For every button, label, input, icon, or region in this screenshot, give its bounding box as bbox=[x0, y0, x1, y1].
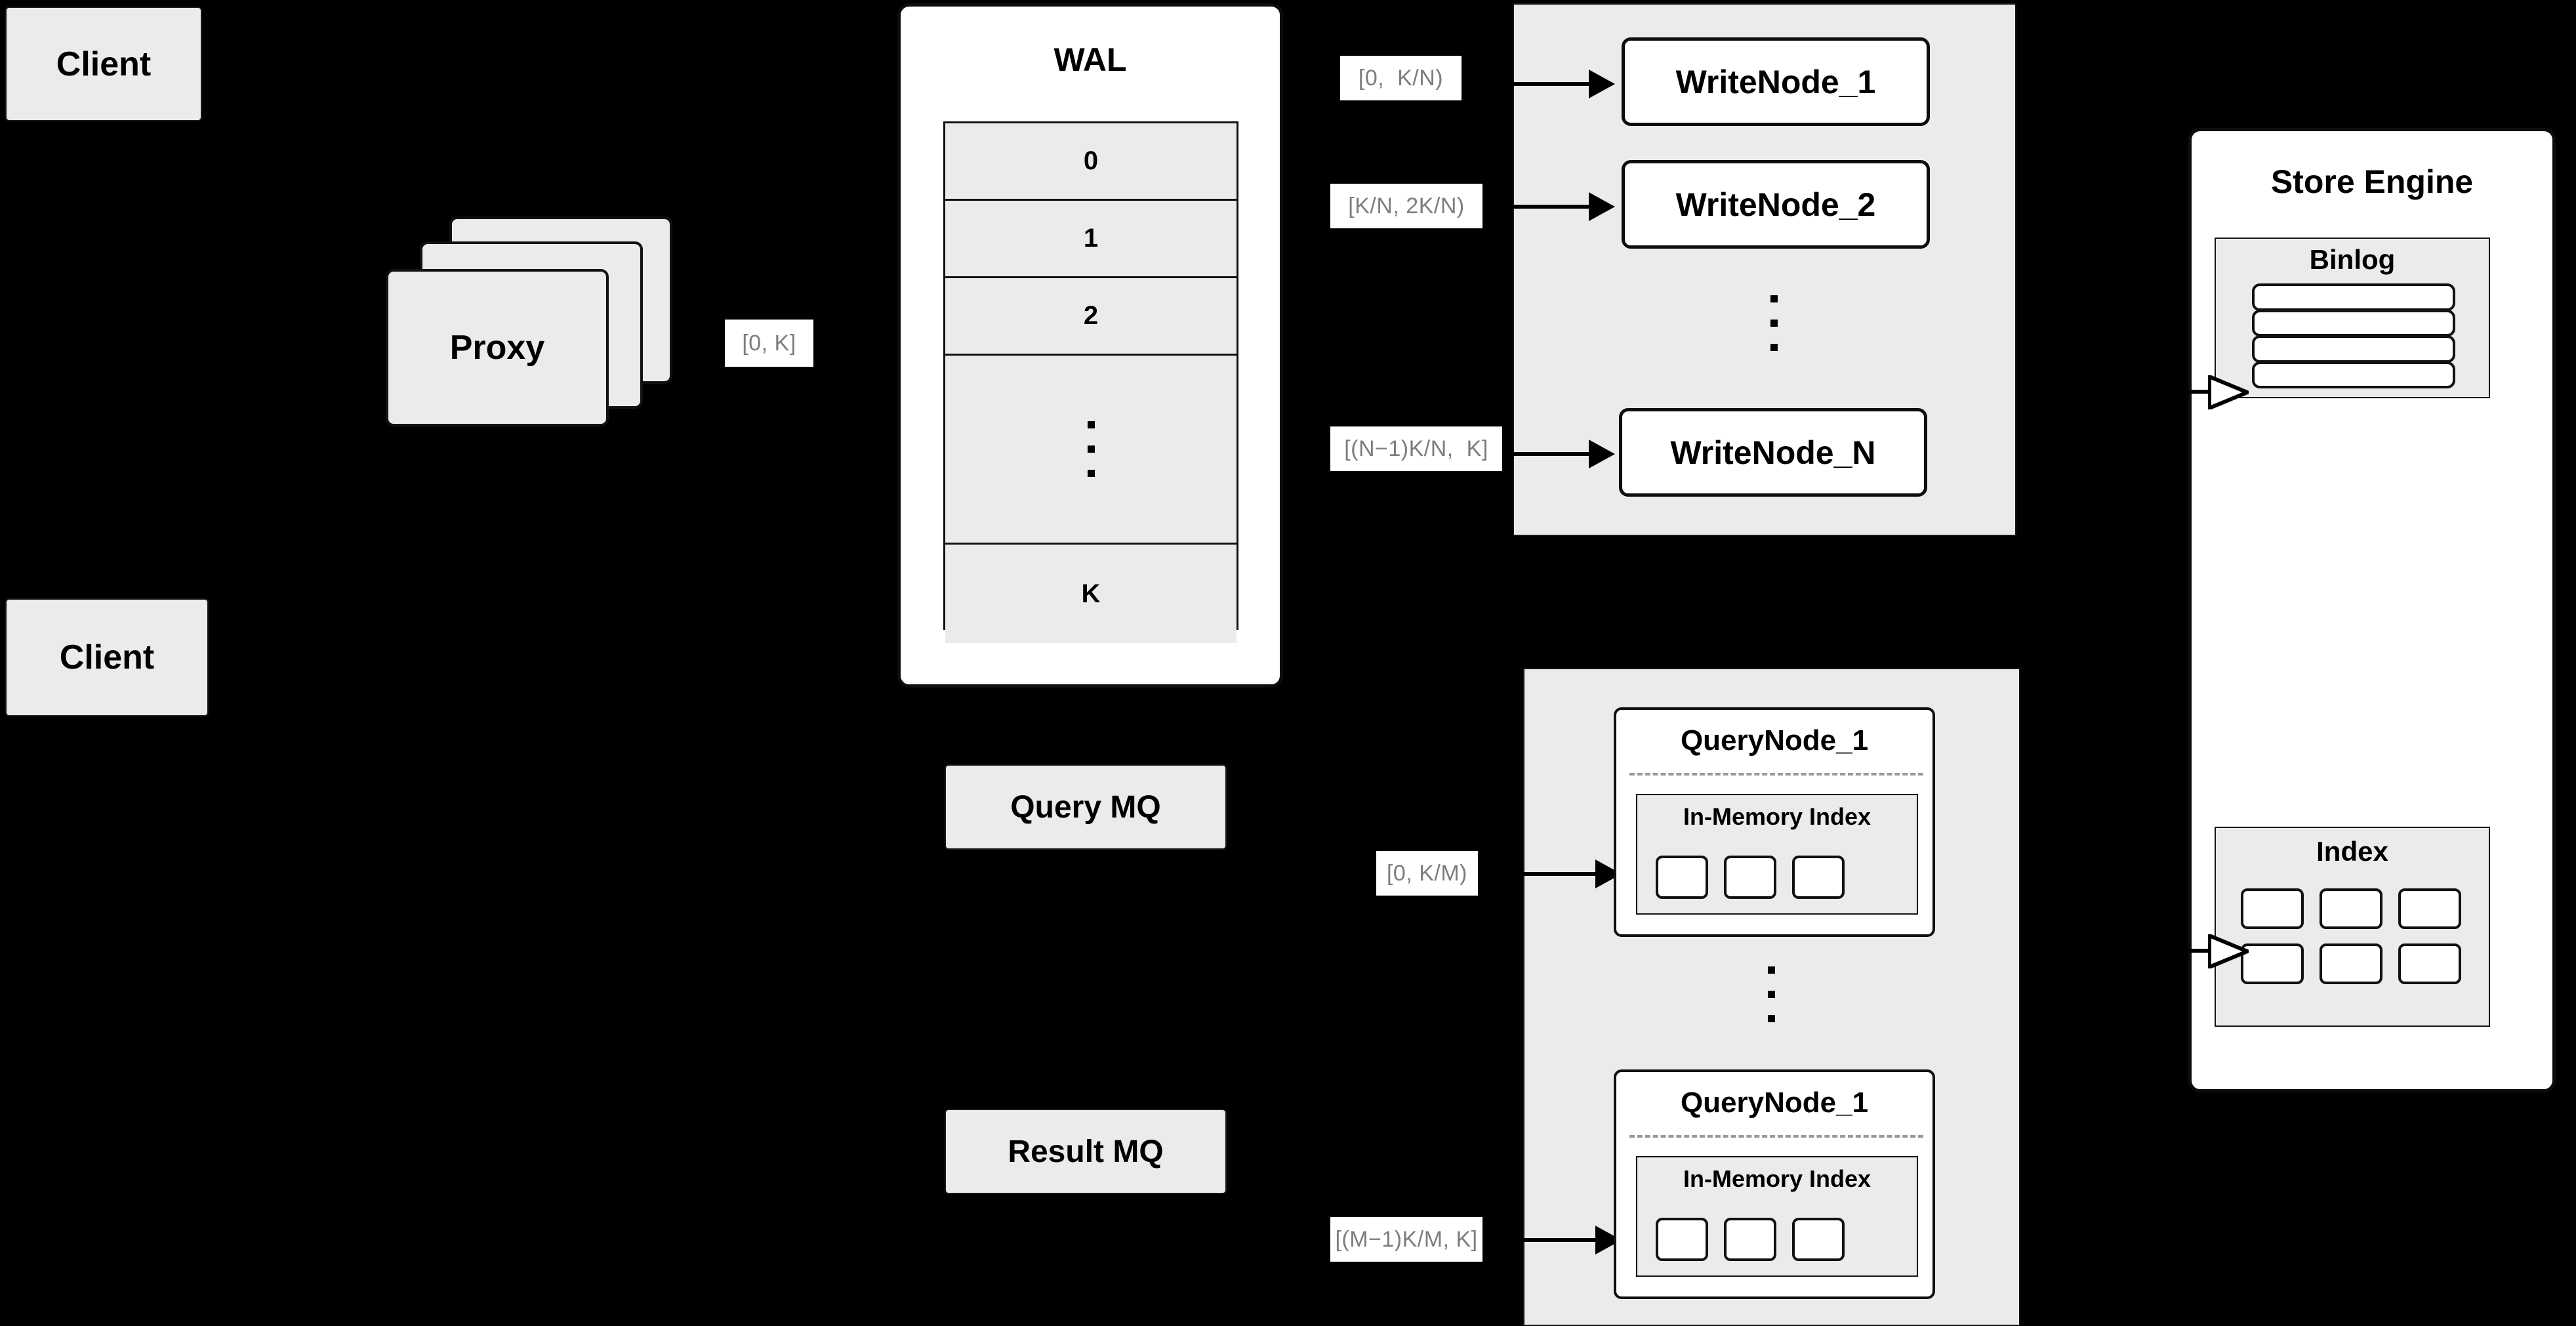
proxy-label: Proxy bbox=[449, 329, 545, 367]
binlog-row[interactable] bbox=[2252, 309, 2455, 337]
write-range-text: [K/N, 2K/N) bbox=[1348, 193, 1465, 218]
write-range-label-1: [0, K/N) bbox=[1340, 56, 1462, 100]
binlog-row[interactable] bbox=[2252, 335, 2455, 363]
query-mq-box[interactable]: Query MQ bbox=[945, 764, 1227, 850]
write-node-1[interactable]: WriteNode_1 bbox=[1622, 37, 1930, 126]
wal-row[interactable]: K bbox=[945, 545, 1237, 643]
write-range-label-n: [(N−1)K/N, K] bbox=[1330, 426, 1502, 471]
store-engine-title: Store Engine bbox=[2270, 163, 2474, 200]
write-node-label: WriteNode_1 bbox=[1675, 63, 1876, 100]
proxy-card-front[interactable]: Proxy bbox=[386, 269, 609, 426]
wal-panel: WAL 0 1 2 K bbox=[897, 3, 1283, 688]
write-node-label: WriteNode_2 bbox=[1675, 186, 1876, 223]
write-range-text: [(N−1)K/N, K] bbox=[1344, 436, 1488, 461]
client-label: Client bbox=[59, 638, 155, 676]
write-range-label-2: [K/N, 2K/N) bbox=[1330, 184, 1482, 228]
index-segment-row bbox=[1656, 856, 1905, 899]
wal-row-label: 2 bbox=[1083, 301, 1099, 330]
wal-row[interactable]: 1 bbox=[945, 201, 1237, 278]
binlog-title: Binlog bbox=[2309, 244, 2396, 275]
index-segment[interactable] bbox=[1656, 856, 1708, 899]
query-node-1[interactable]: QueryNode_1 In-Memory Index bbox=[1614, 707, 1935, 937]
client-box-2[interactable]: Client bbox=[5, 598, 209, 716]
wal-row[interactable]: 2 bbox=[945, 278, 1237, 356]
proxy-range-label: [0, K] bbox=[725, 320, 813, 367]
index-cell[interactable] bbox=[2398, 943, 2461, 984]
wal-title: WAL bbox=[1053, 41, 1127, 78]
query-node-m[interactable]: QueryNode_1 In-Memory Index bbox=[1614, 1069, 1935, 1299]
result-mq-label: Result MQ bbox=[1008, 1134, 1164, 1169]
query-node-separator bbox=[1629, 773, 1923, 776]
index-cell[interactable] bbox=[2398, 888, 2461, 929]
wal-table: 0 1 2 K bbox=[943, 121, 1238, 643]
query-mq-label: Query MQ bbox=[1010, 789, 1161, 825]
arrow-to-writenode-1 bbox=[1503, 70, 1615, 98]
arrow-to-binlog bbox=[2177, 374, 2249, 411]
binlog-row[interactable] bbox=[2252, 283, 2455, 311]
wal-row-ellipsis bbox=[945, 356, 1237, 545]
query-node-label: QueryNode_1 bbox=[1680, 1087, 1869, 1119]
in-memory-index-m: In-Memory Index bbox=[1636, 1156, 1918, 1277]
client-label: Client bbox=[56, 45, 152, 83]
wal-row[interactable]: 0 bbox=[945, 123, 1237, 201]
index-segment-row bbox=[1656, 1218, 1905, 1261]
client-box-1[interactable]: Client bbox=[5, 7, 202, 121]
write-node-2[interactable]: WriteNode_2 bbox=[1622, 160, 1930, 249]
index-segment[interactable] bbox=[1792, 856, 1845, 899]
index-segment[interactable] bbox=[1656, 1218, 1708, 1261]
in-memory-index-title: In-Memory Index bbox=[1683, 1165, 1871, 1192]
index-cell[interactable] bbox=[2241, 888, 2304, 929]
arrow-to-writenode-n bbox=[1503, 440, 1615, 468]
query-node-ellipsis-icon bbox=[1765, 942, 1778, 1046]
query-range-text: [0, K/M) bbox=[1386, 860, 1468, 886]
write-node-ellipsis-icon bbox=[1767, 277, 1780, 369]
index-cell-grid bbox=[2241, 888, 2466, 1006]
store-engine-panel: Store Engine Binlog Index bbox=[2188, 128, 2556, 1092]
proxy-range-text: [0, K] bbox=[742, 330, 796, 356]
vertical-ellipsis-icon bbox=[1087, 421, 1095, 477]
hollow-arrow-head-icon bbox=[2208, 375, 2249, 409]
result-mq-box[interactable]: Result MQ bbox=[945, 1109, 1227, 1194]
query-node-label: QueryNode_1 bbox=[1680, 724, 1869, 756]
binlog-row[interactable] bbox=[2252, 361, 2455, 388]
index-cell[interactable] bbox=[2320, 943, 2382, 984]
wal-row-label: 0 bbox=[1083, 146, 1099, 175]
arrow-to-querynode-m bbox=[1503, 1226, 1622, 1254]
write-range-text: [0, K/N) bbox=[1358, 65, 1444, 91]
index-segment[interactable] bbox=[1792, 1218, 1845, 1261]
wal-row-label: 1 bbox=[1083, 224, 1099, 253]
index-cell[interactable] bbox=[2320, 888, 2382, 929]
query-node-separator bbox=[1629, 1135, 1923, 1138]
binlog-rows bbox=[2252, 283, 2455, 388]
index-title: Index bbox=[2316, 836, 2388, 867]
binlog-box: Binlog bbox=[2215, 238, 2490, 398]
in-memory-index-title: In-Memory Index bbox=[1683, 803, 1871, 830]
arrow-to-index bbox=[2177, 933, 2249, 970]
query-range-label-m: [(M−1)K/M, K] bbox=[1330, 1217, 1482, 1262]
wal-row-label: K bbox=[1081, 579, 1101, 608]
hollow-arrow-head-icon bbox=[2208, 934, 2249, 968]
arrow-to-writenode-2 bbox=[1503, 192, 1615, 221]
query-range-label-1: [0, K/M) bbox=[1376, 851, 1478, 896]
index-cell[interactable] bbox=[2241, 943, 2304, 984]
index-segment[interactable] bbox=[1724, 1218, 1776, 1261]
write-node-label: WriteNode_N bbox=[1670, 434, 1876, 471]
write-node-n[interactable]: WriteNode_N bbox=[1619, 408, 1927, 497]
arrow-to-querynode-1 bbox=[1503, 860, 1622, 888]
index-box: Index bbox=[2215, 827, 2490, 1027]
query-range-text: [(M−1)K/M, K] bbox=[1335, 1226, 1478, 1252]
in-memory-index-1: In-Memory Index bbox=[1636, 794, 1918, 915]
index-segment[interactable] bbox=[1724, 856, 1776, 899]
